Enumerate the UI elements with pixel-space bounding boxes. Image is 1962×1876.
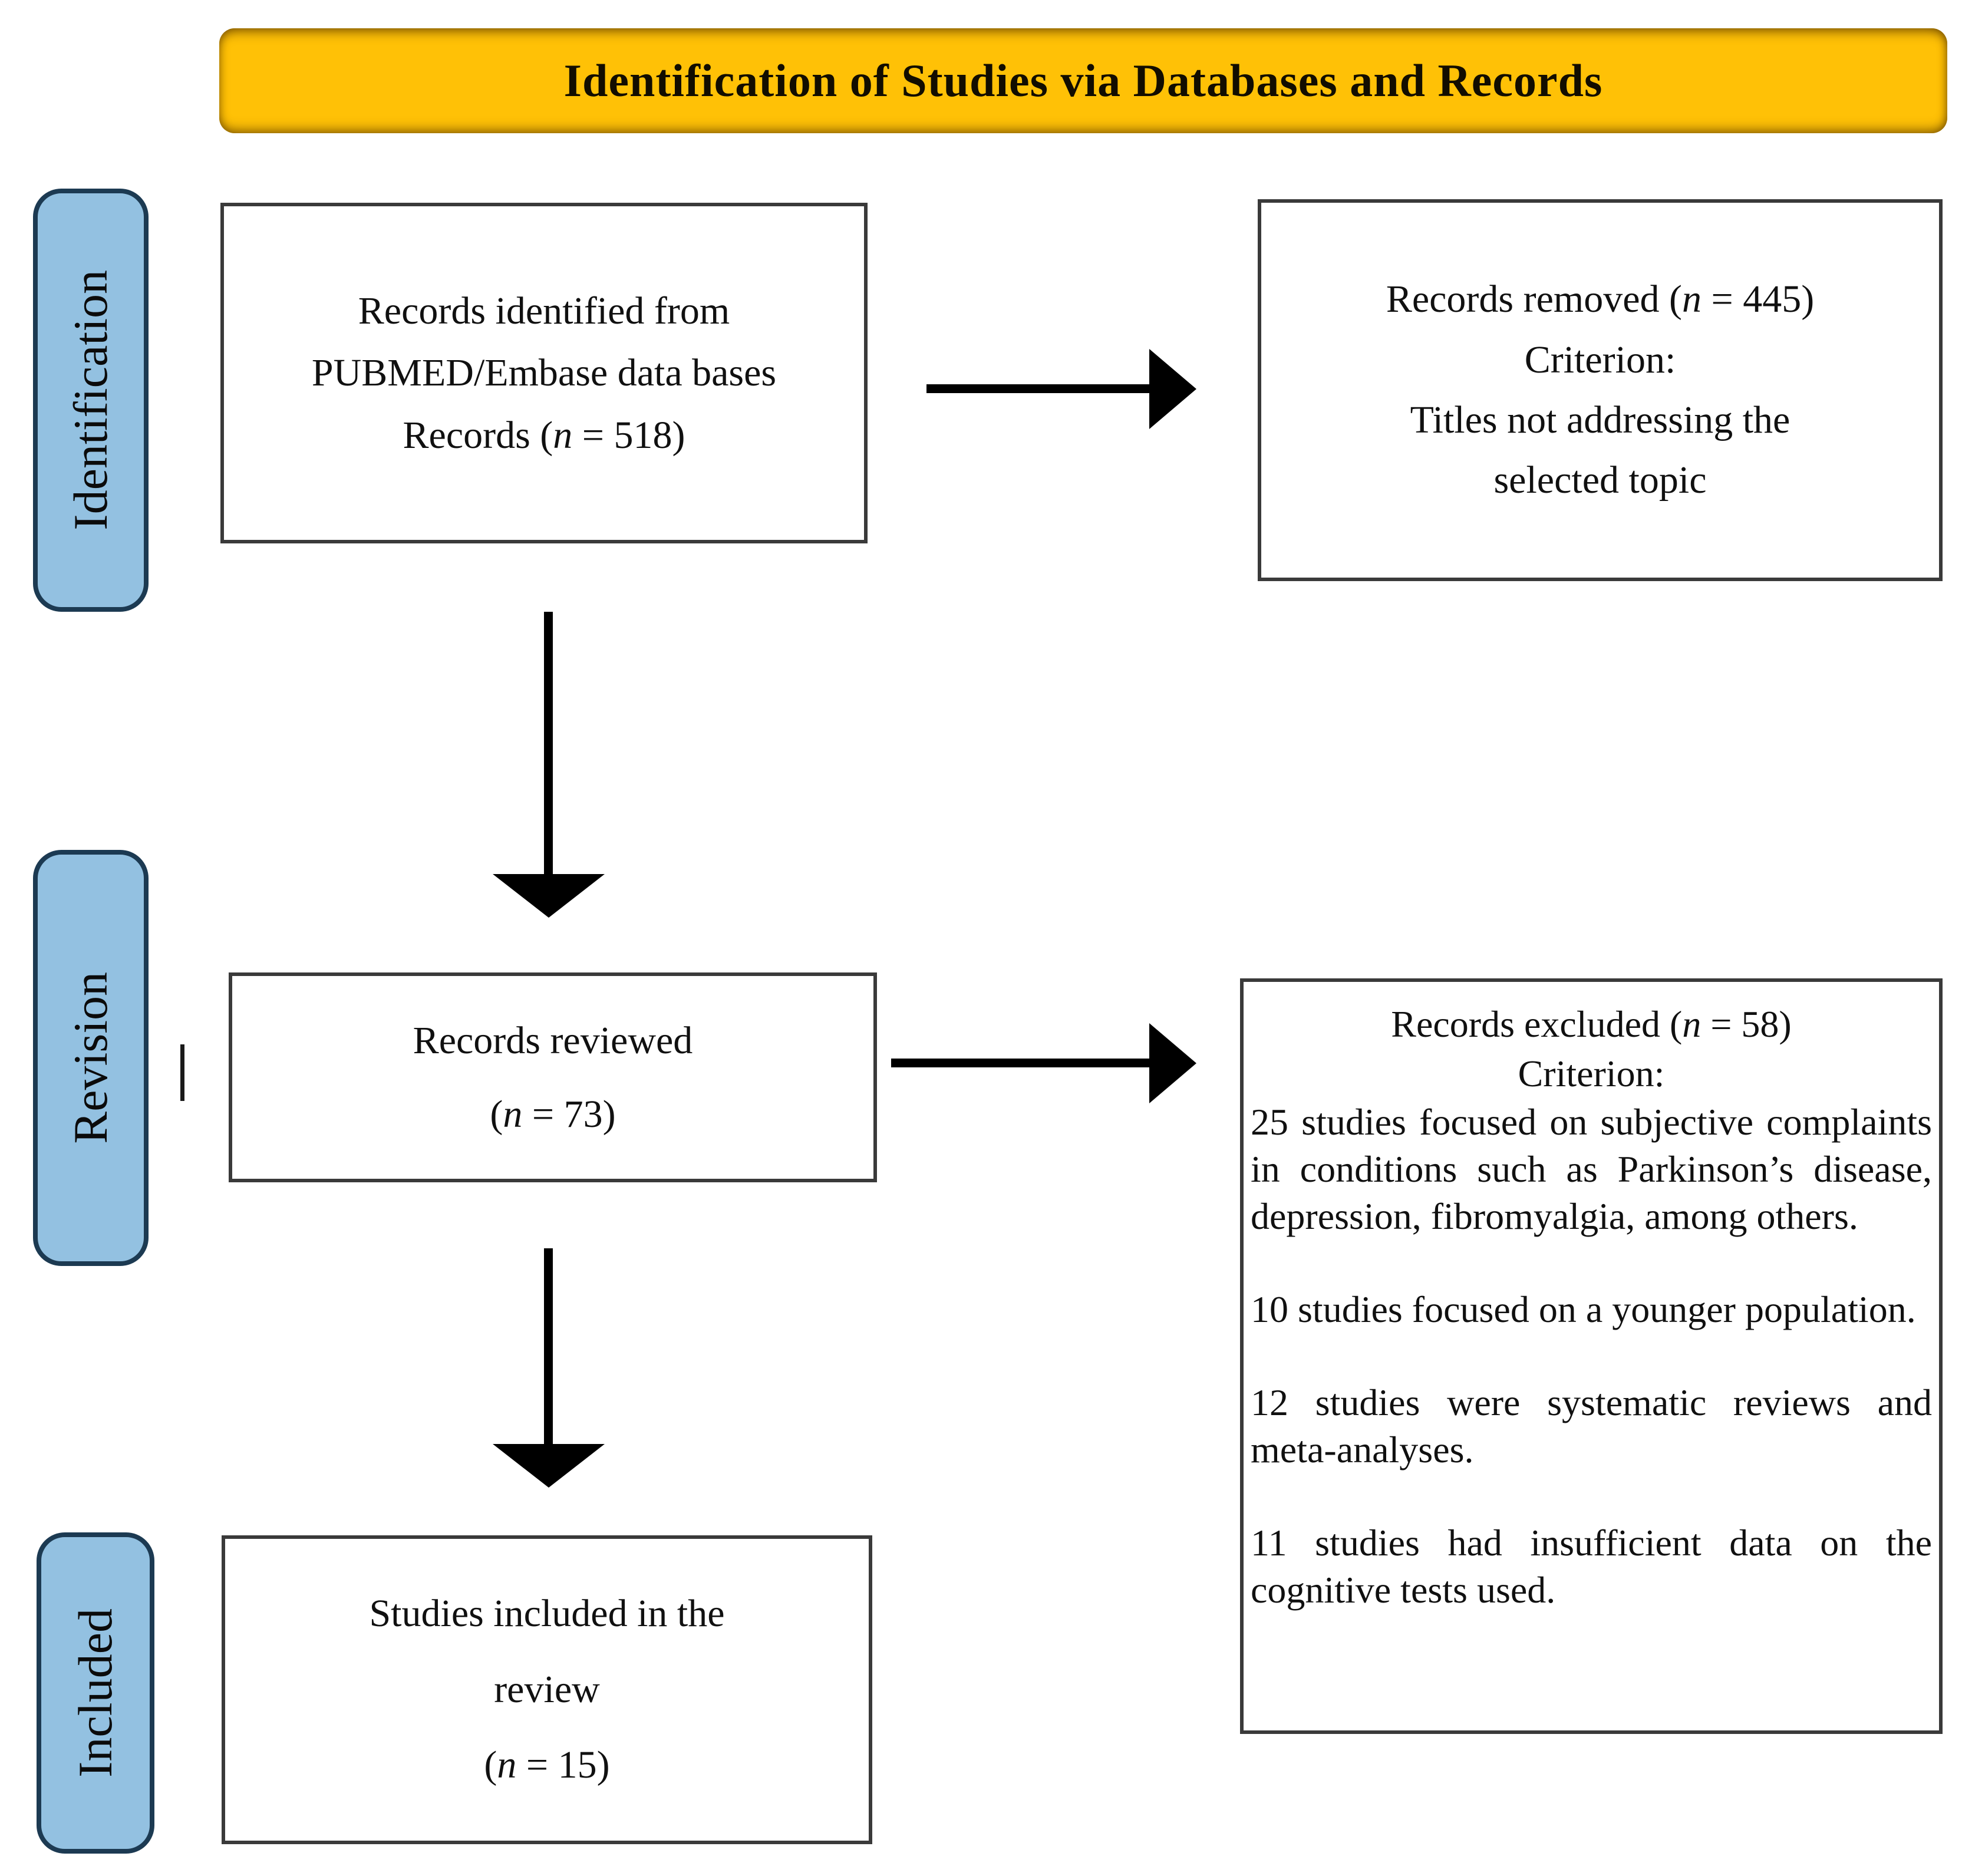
arrow-head: [1149, 1023, 1196, 1103]
stage-label-included-text: Included: [68, 1608, 122, 1778]
stage-label-included: Included: [37, 1532, 154, 1854]
banner-title: Identification of Studies via Databases …: [563, 55, 1603, 106]
studies-included-line: Studies included in the: [369, 1591, 725, 1635]
stage-label-identification: Identification: [33, 189, 149, 612]
arrow-shaft: [926, 384, 1152, 393]
arrow-shaft: [544, 612, 553, 875]
box-records-reviewed: Records reviewed (n = 73): [229, 972, 877, 1182]
n-variable: n: [1681, 278, 1702, 321]
arrow-shaft: [544, 1248, 553, 1445]
records-reviewed-line: Records reviewed: [413, 1018, 693, 1062]
stage-label-revision: Revision: [33, 850, 149, 1266]
records-identified-line: Records identified from: [358, 289, 730, 332]
box-records-identified: Records identified from PUBMED/Embase da…: [220, 203, 868, 543]
records-reviewed-count: (n = 73): [490, 1093, 616, 1136]
arrow-shaft: [891, 1059, 1152, 1067]
arrow-head: [493, 874, 605, 918]
arrow-head: [1149, 349, 1196, 429]
records-excluded-count: Records excluded (n = 58): [1391, 1003, 1792, 1045]
box-records-removed: Records removed (n = 445) Criterion: Tit…: [1258, 199, 1943, 581]
stage-label-revision-text: Revision: [64, 972, 117, 1144]
n-variable: n: [503, 1093, 523, 1136]
exclusion-reason: 11 studies had insufficient data on the …: [1251, 1522, 1932, 1611]
records-identified-line: PUBMED/Embase data bases: [311, 351, 777, 395]
records-removed-count: Records removed (n = 445): [1386, 278, 1815, 321]
exclusion-reason: 10 studies focused on a younger populati…: [1251, 1288, 1916, 1330]
box-studies-included: Studies included in the review (n = 15): [222, 1535, 872, 1844]
stage-label-identification-text: Identification: [64, 270, 117, 530]
n-variable: n: [1682, 1003, 1702, 1045]
studies-included-line: review: [494, 1667, 600, 1711]
n-variable: n: [497, 1743, 517, 1787]
exclusion-reason: 25 studies focused on subjective complai…: [1251, 1101, 1932, 1237]
arrow-head: [493, 1444, 605, 1488]
records-excluded-criterion-label: Criterion:: [1518, 1053, 1665, 1094]
records-removed-criterion-label: Criterion:: [1524, 338, 1676, 381]
banner: Identification of Studies via Databases …: [219, 28, 1947, 133]
exclusion-reason: 12 studies were systematic reviews and m…: [1251, 1382, 1932, 1471]
records-removed-criterion-text: Titles not addressing the: [1410, 398, 1790, 441]
stray-tick-mark: [180, 1044, 184, 1101]
n-variable: n: [553, 413, 573, 457]
records-removed-criterion-text: selected topic: [1493, 459, 1707, 502]
studies-included-count: (n = 15): [484, 1743, 610, 1787]
box-records-excluded: Records excluded (n = 58) Criterion: 25 …: [1240, 978, 1943, 1734]
records-identified-count: Records (n = 518): [403, 413, 685, 457]
